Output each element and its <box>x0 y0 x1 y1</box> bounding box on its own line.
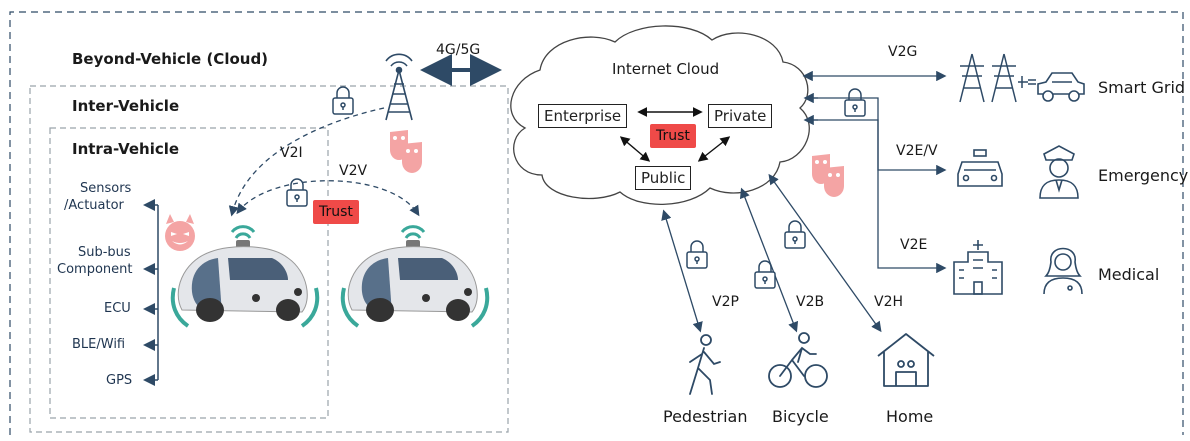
hospital-icon <box>953 240 1003 295</box>
component-sensors: Sensors <box>80 181 132 196</box>
component-component: Component <box>57 262 133 277</box>
home-icon <box>877 333 935 387</box>
v2g-label: V2G <box>888 44 918 60</box>
power-tower-icon <box>959 53 1036 103</box>
v2b-label: V2B <box>796 294 825 310</box>
bicycle-icon <box>768 332 828 388</box>
component-sub-bus: Sub-bus <box>78 245 131 260</box>
component-gps: GPS <box>106 373 133 388</box>
autonomous-car-icon <box>340 225 490 328</box>
theater-masks-icon <box>390 130 422 173</box>
lock-icon <box>332 86 354 115</box>
inter-vehicle-frame <box>29 85 509 433</box>
lock-icon <box>286 178 308 207</box>
v2ev-label: V2E/V <box>896 143 938 159</box>
cloud-title: Internet Cloud <box>612 60 720 78</box>
medical-label: Medical <box>1098 265 1160 284</box>
police-car-icon <box>957 149 1003 187</box>
smart-grid-label: Smart Grid <box>1098 78 1186 97</box>
autonomous-car-icon <box>170 225 320 328</box>
emergency-label: Emergency <box>1098 166 1189 185</box>
v2i-label: V2I <box>280 145 303 161</box>
network-label: 4G/5G <box>436 42 481 58</box>
component-ecu: ECU <box>104 301 131 316</box>
lock-icon <box>754 260 776 289</box>
home-label: Home <box>886 407 934 426</box>
pedestrian-label: Pedestrian <box>663 407 748 426</box>
cell-tower-icon <box>385 53 413 121</box>
devil-icon <box>165 214 195 251</box>
v2p-label: V2P <box>712 294 739 310</box>
layer-intra-vehicle: Intra-Vehicle <box>72 140 180 158</box>
lock-icon <box>844 88 866 117</box>
v2v-label: V2V <box>339 163 368 179</box>
cloud-private-box: Private <box>708 104 773 128</box>
outer-frame <box>9 11 1184 435</box>
theater-masks-icon <box>812 154 844 197</box>
component-ble-wifi: BLE/Wifi <box>72 337 126 352</box>
lock-icon <box>686 240 708 269</box>
cloud-enterprise-box: Enterprise <box>538 104 628 128</box>
pedestrian-icon <box>689 334 721 395</box>
cloud-public-box: Public <box>635 166 692 190</box>
bicycle-label: Bicycle <box>772 407 829 426</box>
component-actuator: /Actuator <box>64 198 124 213</box>
layer-beyond-vehicle: Beyond-Vehicle (Cloud) <box>72 50 269 68</box>
car-icon <box>1037 72 1085 102</box>
layer-inter-vehicle: Inter-Vehicle <box>72 97 180 115</box>
v2h-label: V2H <box>874 294 904 310</box>
intra-vehicle-frame <box>49 127 329 419</box>
cloud-trust-badge: Trust <box>650 124 696 148</box>
lock-icon <box>784 220 806 249</box>
nurse-icon <box>1043 247 1083 295</box>
v2v-trust-badge: Trust <box>313 200 359 224</box>
police-officer-icon <box>1039 145 1079 199</box>
v2e-label: V2E <box>900 237 928 253</box>
